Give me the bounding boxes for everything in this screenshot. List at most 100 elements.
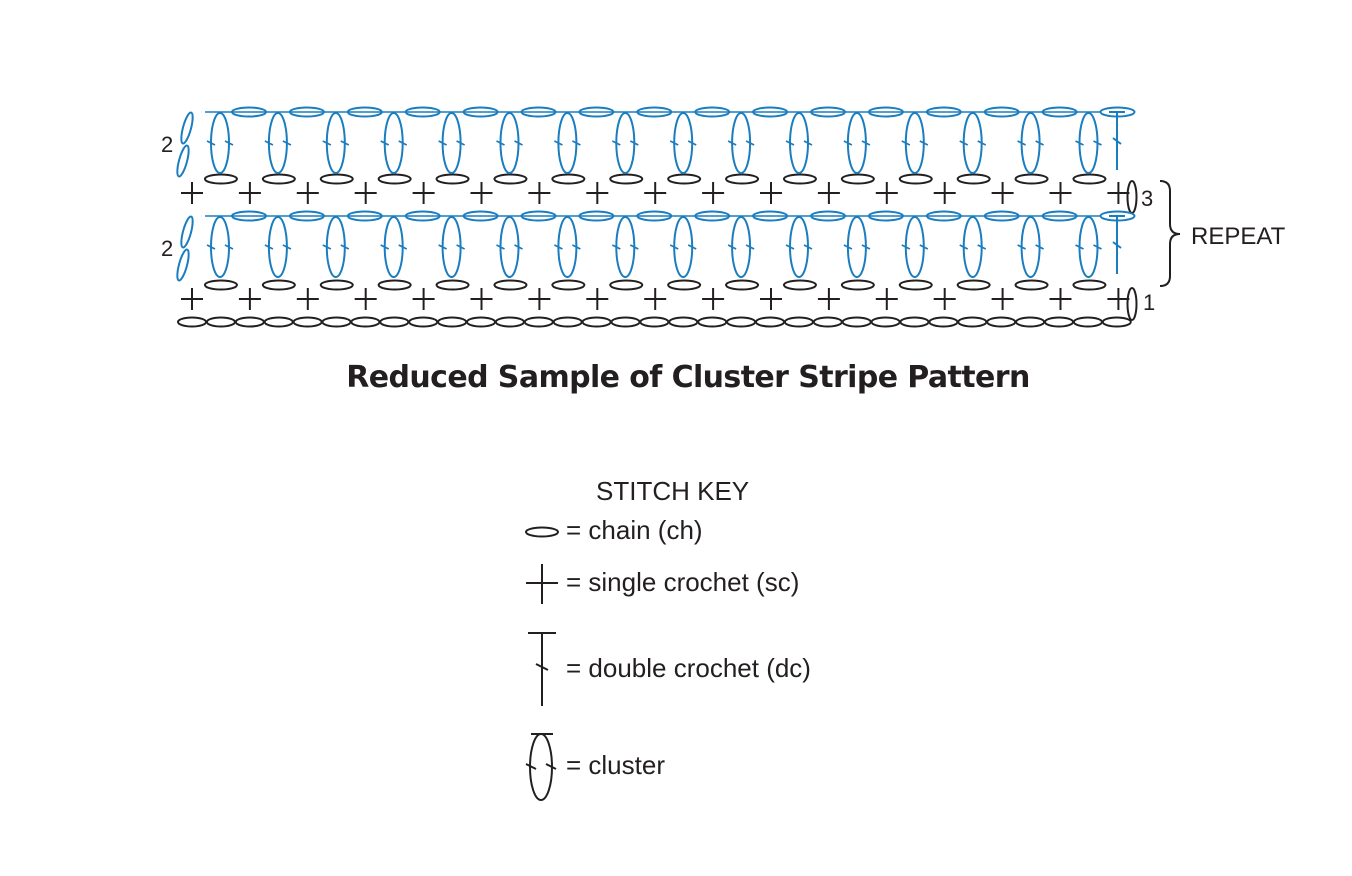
foundation-chain-stitch <box>755 316 785 328</box>
row3-chain-space <box>609 173 644 185</box>
row1-chain-space <box>898 279 933 291</box>
row4-cluster <box>727 112 755 174</box>
row2-cluster <box>553 216 581 278</box>
row1-single-crochet <box>991 288 1014 310</box>
foundation-chain-stitch <box>292 316 323 328</box>
row1-chain-space <box>725 279 760 291</box>
foundation-chain-stitch <box>437 316 468 328</box>
foundation-chain-stitch <box>1072 316 1103 328</box>
row3-chain-space <box>898 173 933 185</box>
row4-cluster <box>669 112 697 174</box>
row3-chain-space <box>1072 173 1107 185</box>
row3-chain-space <box>956 173 991 185</box>
row1-chain-space <box>203 279 238 291</box>
row3-single-crochet <box>644 182 667 204</box>
row2-cluster <box>901 216 929 278</box>
foundation-chain-stitch <box>726 316 757 328</box>
row1-single-crochet <box>181 288 203 310</box>
row1-chain-space <box>667 279 702 291</box>
row4-cluster <box>438 112 466 174</box>
row3-single-crochet <box>238 182 261 204</box>
row3-single-crochet <box>875 182 898 204</box>
foundation-chain-stitch <box>668 316 699 328</box>
row2-cluster <box>206 216 234 278</box>
row1-single-crochet <box>238 288 261 310</box>
key-label-double-crochet: = double crochet (dc) <box>566 653 811 683</box>
row4-turning-chain <box>176 111 194 178</box>
diagram-title: Reduced Sample of Cluster Stripe Pattern <box>346 360 1030 395</box>
row-label-3: 3 <box>1141 186 1153 211</box>
row1-chain-space <box>551 279 586 291</box>
foundation-chain-stitch <box>321 316 352 328</box>
foundation-chain-stitch <box>812 316 843 328</box>
row3-single-crochet <box>586 182 609 204</box>
row1-single-crochet <box>296 288 319 310</box>
row3-chain-space <box>667 173 702 185</box>
row1-single-crochet <box>1107 288 1130 310</box>
foundation-chain-stitch <box>1101 316 1132 328</box>
key-label-cluster: = cluster <box>566 750 665 780</box>
row2-cluster <box>380 216 408 278</box>
row3-chain-space <box>203 173 238 185</box>
row3-single-crochet <box>760 182 782 204</box>
foundation-chain-stitch <box>899 316 930 328</box>
row1-chain-space <box>493 279 528 291</box>
row3-single-crochet <box>354 182 377 204</box>
row4-cluster <box>1075 112 1102 174</box>
foundation-chain-stitch <box>697 316 728 328</box>
row1-chain-space <box>609 279 644 291</box>
cluster-symbol-icon <box>525 733 557 801</box>
foundation-chain-stitch <box>263 316 294 328</box>
row1-chain-space <box>840 279 875 291</box>
row4-cluster <box>206 112 234 174</box>
row3-chain-space <box>377 173 412 185</box>
row4-double-crochet <box>1109 111 1125 170</box>
row1-single-crochet <box>1049 288 1072 310</box>
row3-single-crochet <box>1049 182 1072 204</box>
row2-cluster <box>438 216 466 278</box>
foundation-chain-stitch <box>408 316 439 328</box>
foundation-chain-stitch <box>957 316 988 328</box>
row4-cluster <box>611 112 639 174</box>
foundation-chain-stitch <box>234 316 265 328</box>
row1-single-crochet <box>412 288 435 310</box>
foundation-chain-stitch <box>639 316 670 328</box>
row2-cluster <box>1017 216 1045 278</box>
chain-symbol-icon <box>525 526 559 538</box>
row3-single-crochet <box>296 182 319 204</box>
foundation-chain-stitch <box>552 316 583 328</box>
row1-single-crochet <box>354 288 377 310</box>
row3-single-crochet <box>470 182 493 204</box>
row1-chain-space <box>1072 279 1107 291</box>
row2-cluster <box>727 216 755 278</box>
row3-single-crochet <box>1107 182 1130 204</box>
repeat-brace <box>1159 180 1181 287</box>
row4-cluster <box>959 112 987 174</box>
row3-chain-space <box>551 173 586 185</box>
foundation-chain-stitch <box>350 316 381 328</box>
row3-single-crochet <box>528 182 551 204</box>
row1-single-crochet <box>528 288 551 310</box>
row3-single-crochet <box>181 182 203 204</box>
row1-chain-space <box>435 279 470 291</box>
row2-double-crochet <box>1109 215 1125 274</box>
row1-chain-space <box>377 279 412 291</box>
row4-cluster <box>901 112 929 174</box>
foundation-chain-stitch <box>466 316 496 328</box>
foundation-chain-stitch <box>523 316 554 328</box>
row1-chain-space <box>261 279 296 291</box>
foundation-chain-stitch <box>986 316 1017 328</box>
row-label-4: 2 <box>161 132 173 157</box>
row3-chain-space <box>725 173 760 185</box>
row3-single-crochet <box>991 182 1014 204</box>
row1-single-crochet <box>644 288 667 310</box>
row1-chain-space <box>319 279 354 291</box>
row3-single-crochet <box>412 182 435 204</box>
row2-cluster <box>959 216 987 278</box>
row2-cluster <box>843 216 871 278</box>
key-label-chain: = chain (ch) <box>566 515 703 545</box>
row3-chain-space <box>435 173 470 185</box>
row2-cluster <box>496 216 523 278</box>
foundation-chain-stitch <box>581 316 612 328</box>
